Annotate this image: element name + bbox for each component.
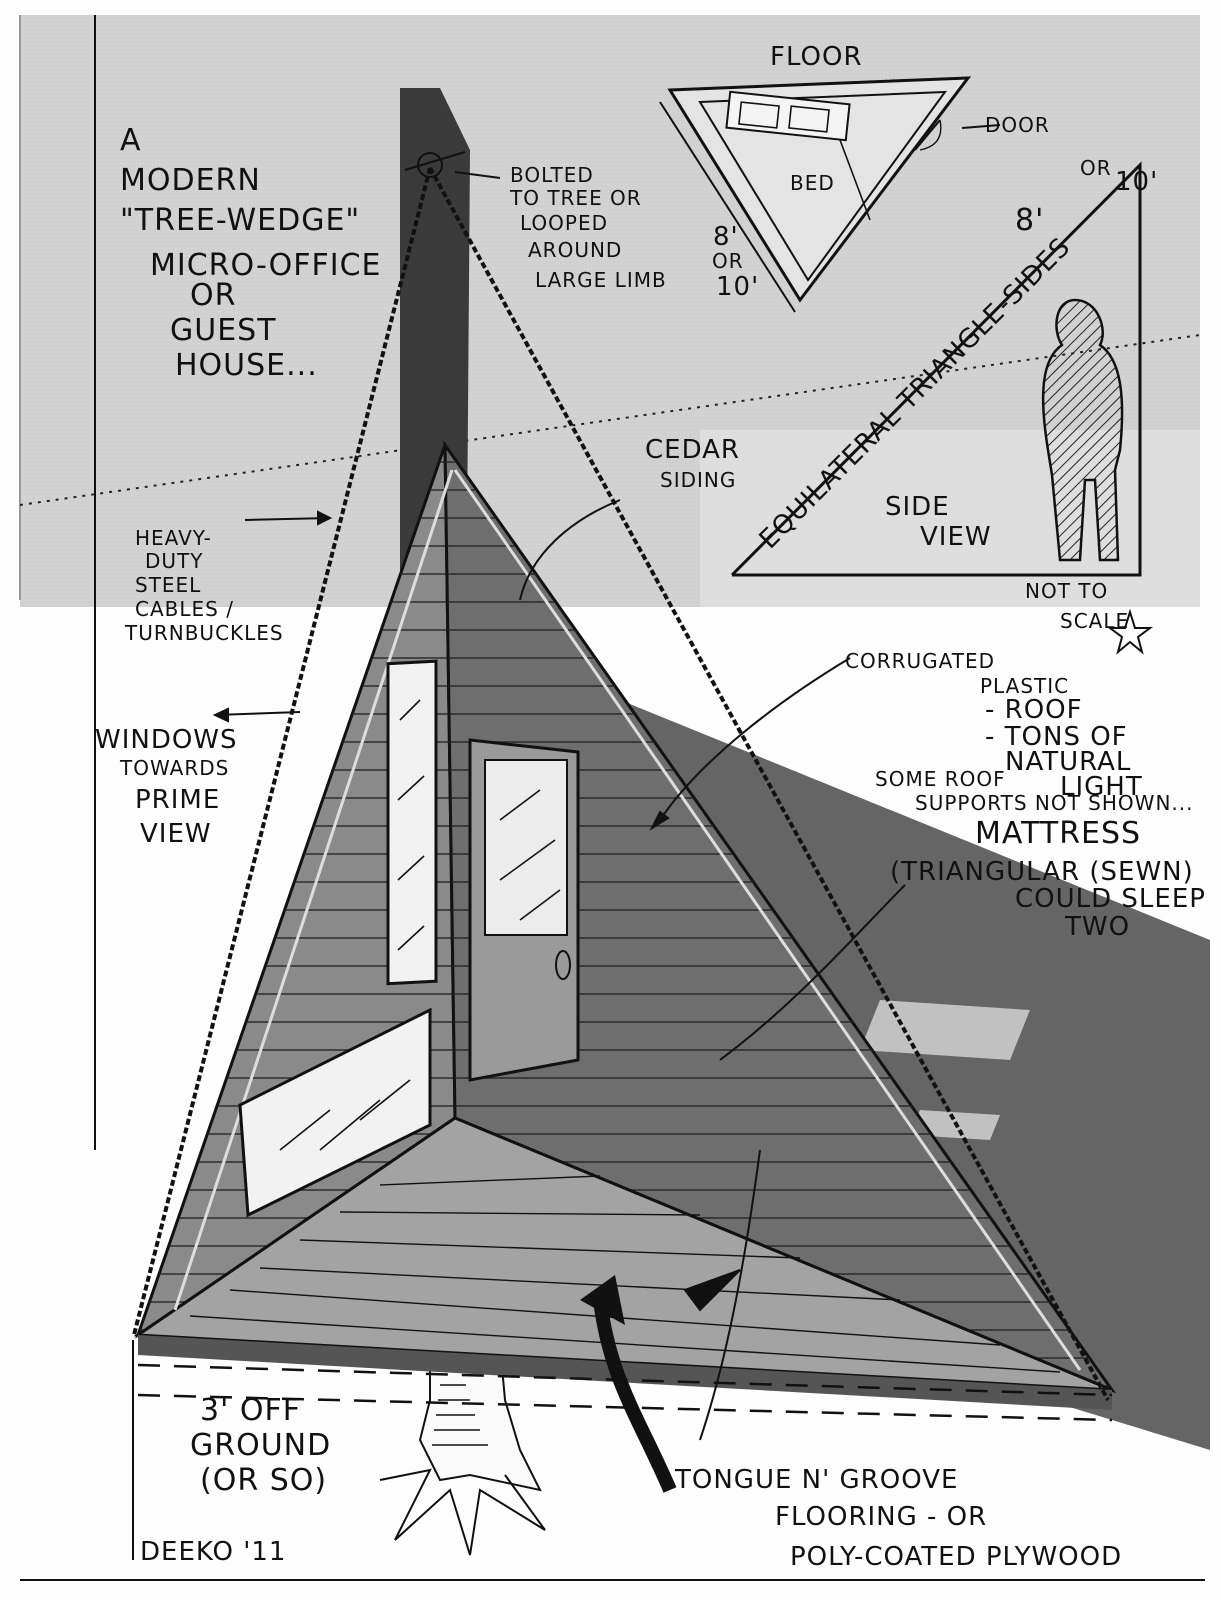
roof-line-5: NATURAL: [1005, 747, 1131, 777]
ground-line-2: GROUND: [190, 1428, 331, 1463]
roof-line-3: - ROOF: [985, 695, 1083, 725]
bolt-attachment: [417, 152, 443, 178]
window-low: [238, 1007, 432, 1218]
windows-line-3: PRIME: [135, 785, 220, 815]
side-dimension-2: OR: [1080, 156, 1112, 180]
floor-plan: [659, 76, 1001, 313]
mattress-line-1: MATTRESS: [975, 816, 1141, 851]
floor-label: FLOOR: [770, 42, 863, 72]
roof-supports-line-1: SOME ROOF: [875, 767, 1006, 791]
cedar-line-1: CEDAR: [645, 435, 740, 465]
flooring-line-2: FLOORING - OR: [775, 1502, 987, 1532]
bolted-line-1: BOLTED: [510, 163, 594, 187]
bed-label: BED: [790, 171, 835, 195]
cables-line-3: STEEL: [135, 573, 201, 597]
title-line-1: A: [120, 123, 142, 158]
title-line-2: MODERN: [120, 163, 261, 198]
cables-line-4: CABLES /: [135, 597, 234, 621]
floor-slab-edge: [138, 1335, 1112, 1410]
ground-line-3: (OR SO): [200, 1463, 327, 1498]
mattress-line-4: TWO: [1064, 912, 1130, 942]
title-line-5: OR: [190, 278, 236, 313]
title-line-4: MICRO-OFFICE: [150, 248, 382, 283]
artist-signature: DEEKO '11: [140, 1537, 286, 1567]
title-line-7: HOUSE...: [175, 348, 318, 383]
bolted-line-3: LOOPED: [520, 211, 608, 235]
roof-line-6: LIGHT: [1060, 772, 1143, 802]
flooring-line-1: TONGUE N' GROOVE: [674, 1465, 958, 1495]
not-to-scale-line-1: NOT TO: [1025, 579, 1108, 603]
door-window: [484, 759, 568, 936]
bolted-line-4: AROUND: [528, 238, 622, 262]
floor-dimension-2: OR: [712, 249, 744, 273]
cedar-line-2: SIDING: [660, 468, 736, 492]
door-knob: [555, 950, 571, 980]
cables-line-1: HEAVY-: [135, 526, 212, 550]
flooring-line-3: POLY-COATED PLYWOOD: [790, 1542, 1122, 1572]
not-to-scale-line-2: SCALE: [1060, 609, 1129, 633]
side-dimension-3: 10': [1115, 167, 1158, 197]
ground-line-1: 3' OFF: [200, 1393, 301, 1428]
floor-dimension-1: 8': [713, 222, 739, 252]
bolted-line-2: TO TREE OR: [509, 186, 642, 210]
door-label: DOOR: [985, 113, 1050, 137]
title-line-3: "TREE-WEDGE": [120, 203, 360, 238]
roof-line-2: PLASTIC: [980, 674, 1069, 698]
side-view: [730, 161, 1142, 577]
cables-line-2: DUTY: [145, 549, 203, 573]
cable-right: [428, 167, 1110, 1401]
horizon-dotted-line: [19, 334, 1201, 506]
window-tall: [386, 659, 438, 986]
star-icon: [1107, 608, 1153, 655]
side-view-line-1: SIDE: [885, 492, 950, 522]
side-dimension-1: 8': [1015, 203, 1044, 238]
roof-line-1: CORRUGATED: [845, 649, 995, 673]
roof-supports-line-2: SUPPORTS NOT SHOWN...: [915, 791, 1193, 815]
side-view-line-2: VIEW: [920, 522, 992, 552]
roof-line-4: - TONS OF: [985, 722, 1128, 752]
floor-dimension-3: 10': [716, 272, 759, 302]
windows-line-4: VIEW: [140, 819, 212, 849]
bolted-line-5: LARGE LIMB: [535, 268, 667, 292]
cables-line-5: TURNBUCKLES: [124, 621, 284, 645]
windows-line-1: WINDOWS: [95, 725, 238, 755]
flooring-arrow: [593, 1299, 677, 1493]
person-scale-figure: [1041, 298, 1124, 562]
title-line-6: GUEST: [170, 313, 277, 348]
cable-left: [132, 167, 432, 1336]
mattress-line-2: (TRIANGULAR (SEWN): [890, 857, 1194, 887]
mattress-line-3: COULD SLEEP: [1015, 884, 1206, 914]
windows-line-2: TOWARDS: [119, 756, 229, 780]
